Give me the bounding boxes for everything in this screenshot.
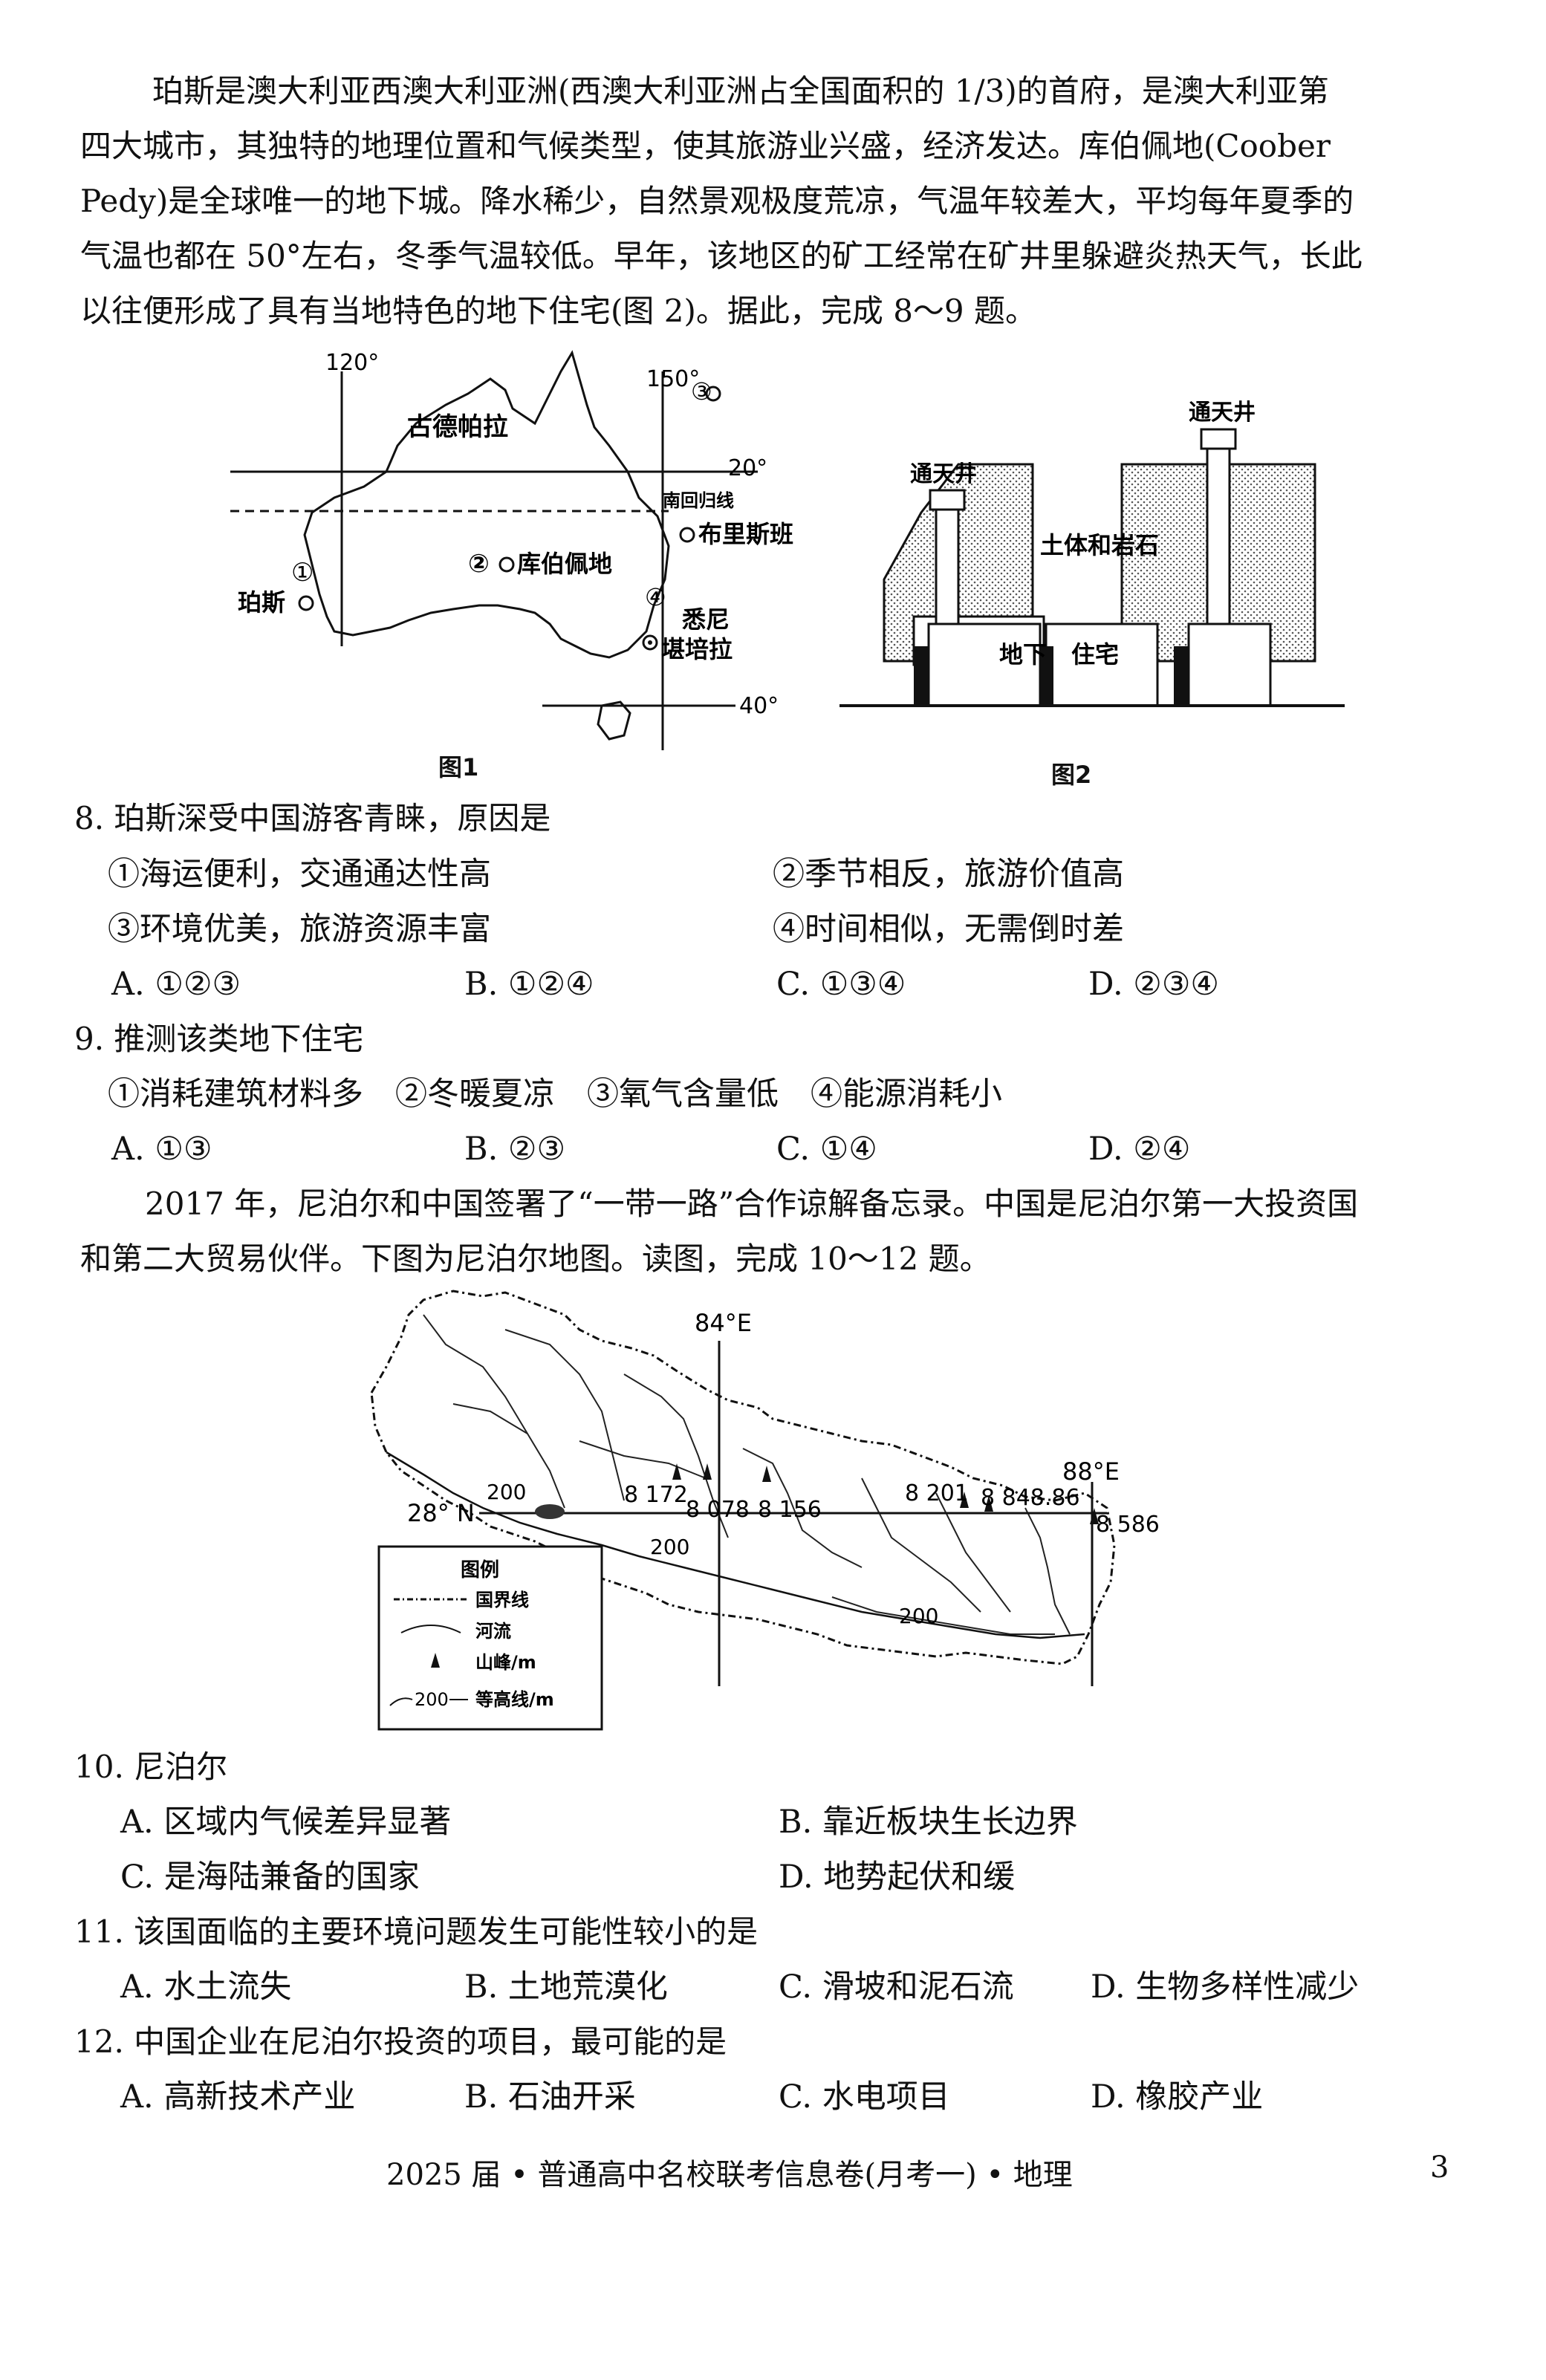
- right-shaft: [1206, 437, 1231, 625]
- lon-150-label: 150°: [646, 366, 700, 392]
- legend-border: 国界线: [475, 1590, 529, 1610]
- q10-stem: 10. 尼泊尔: [74, 1749, 228, 1785]
- q12-option-c[interactable]: C. 水电项目: [779, 2078, 950, 2116]
- house-label: 住宅: [1071, 640, 1119, 669]
- figure-2-caption: 图2: [1051, 761, 1092, 789]
- legend-contour-number: 200: [415, 1689, 449, 1710]
- contour-label-3: 200: [899, 1604, 938, 1628]
- q8-stem: 8. 珀斯深受中国游客青睐，原因是: [74, 800, 551, 836]
- q9-option-d[interactable]: D. ②④: [1088, 1131, 1191, 1168]
- q8-statement-1: ①海运便利，交通通达性高: [108, 856, 491, 893]
- q10-option-c[interactable]: C. 是海陆兼备的国家: [120, 1859, 420, 1896]
- intro1-line-3: Pedy)是全球唯一的地下城。降水稀少，自然景观极度荒凉，气温年较差大，平均每年…: [80, 183, 1354, 219]
- lon-88-label: 88°E: [1062, 1457, 1120, 1486]
- nepal-map: 84°E 88°E 28° N 8 172 8 078 8 156 8 201 …: [370, 1290, 1160, 1731]
- q11-option-b[interactable]: B. 土地荒漠化: [464, 1968, 668, 2006]
- australia-outline: [303, 350, 670, 659]
- mark-1: ①: [291, 558, 314, 588]
- q12-option-d[interactable]: D. 橡胶产业: [1091, 2078, 1264, 2116]
- q11-option-a[interactable]: A. 水土流失: [120, 1968, 292, 2006]
- city-kubopeidi: 库伯佩地: [517, 550, 612, 578]
- city-busibin: 布里斯班: [698, 520, 793, 548]
- peak-8848: 8 848.86: [981, 1485, 1080, 1511]
- legend-title: 图例: [461, 1559, 499, 1581]
- intro1-line-5: 以往便形成了具有当地特色的地下住宅(图 2)。据此，完成 8～9 题。: [80, 293, 1036, 329]
- lat-28-label: 28° N: [407, 1499, 475, 1527]
- contour-200: [386, 1451, 1085, 1639]
- city-xini: 悉尼: [682, 605, 730, 634]
- under-label: 地下: [999, 640, 1047, 669]
- q11-option-d[interactable]: D. 生物多样性减少: [1091, 1968, 1360, 2006]
- peak-8172: 8 172: [624, 1482, 688, 1508]
- intro1-line-2: 四大城市，其独特的地理位置和气候类型，使其旅游业兴盛，经济发达。库伯佩地(Coo…: [80, 128, 1331, 164]
- q9-option-b[interactable]: B. ②③: [464, 1131, 566, 1168]
- city-gudepala: 古德帕拉: [407, 412, 508, 442]
- q11-stem: 11. 该国面临的主要环境问题发生可能性较小的是: [74, 1914, 759, 1950]
- lon-120-label: 120°: [325, 350, 379, 376]
- room-right: [1187, 622, 1272, 707]
- city-posi: 珀斯: [238, 588, 285, 617]
- page-number: 3: [1430, 2150, 1449, 2185]
- left-shaft: [935, 496, 960, 625]
- mark-3: ③: [691, 377, 712, 406]
- figure-1-caption: 图1: [438, 753, 479, 781]
- q9-option-a[interactable]: A. ①③: [111, 1131, 212, 1168]
- room-middle: [1045, 622, 1159, 707]
- legend-peak: 山峰/m: [475, 1652, 536, 1673]
- q12-option-b[interactable]: B. 石油开采: [464, 2078, 636, 2116]
- q8-option-b[interactable]: B. ①②④: [464, 966, 594, 1003]
- peak-8156: 8 156: [758, 1497, 822, 1523]
- q10-option-b[interactable]: B. 靠近板块生长边界: [779, 1804, 1078, 1841]
- soil-label: 土体和岩石: [1040, 531, 1159, 559]
- q8-statement-2: ②季节相反，旅游价值高: [773, 856, 1124, 893]
- tropic-label: 南回归线: [663, 490, 734, 511]
- q9-stem: 9. 推测该类地下住宅: [74, 1021, 364, 1057]
- q8-option-a[interactable]: A. ①②③: [111, 966, 241, 1003]
- lat-20-label: 20°: [728, 455, 767, 481]
- contour-label-1: 200: [487, 1480, 526, 1504]
- tasmania-outline: [597, 700, 631, 741]
- contour-label-2: 200: [650, 1535, 689, 1559]
- peak-8078: 8 078: [686, 1497, 750, 1523]
- intro2-line-1: 2017 年，尼泊尔和中国签署了“一带一路”合作谅解备忘录。中国是尼泊尔第一大投…: [145, 1186, 1359, 1222]
- q8-statement-4: ④时间相似，无需倒时差: [773, 911, 1124, 948]
- mark-2: ②: [468, 549, 490, 579]
- intro1-line-1: 珀斯是澳大利亚西澳大利亚洲(西澳大利亚洲占全国面积的 1/3)的首府，是澳大利亚…: [152, 73, 1329, 109]
- q10-option-d[interactable]: D. 地势起伏和缓: [779, 1859, 1016, 1896]
- map-legend: 图例 国界线 河流 山峰/m 200 等高线/m: [377, 1545, 603, 1731]
- q9-option-c[interactable]: C. ①④: [776, 1131, 877, 1168]
- peak-8586: 8 586: [1096, 1512, 1160, 1538]
- shaft-left-label: 通天井: [910, 461, 977, 487]
- legend-river: 河流: [475, 1621, 511, 1642]
- lat-40-label: 40°: [739, 693, 779, 719]
- q8-statement-3: ③环境优美，旅游资源丰富: [108, 911, 491, 948]
- legend-contour: 等高线/m: [475, 1689, 554, 1710]
- shaft-right-label: 通天井: [1189, 400, 1256, 426]
- intro2-line-2: 和第二大贸易伙伴。下图为尼泊尔地图。读图，完成 10～12 题。: [80, 1241, 991, 1277]
- city-kanpeila: 堪培拉: [661, 635, 733, 663]
- peak-8201: 8 201: [905, 1480, 969, 1506]
- figure-2-underground-house: 通天井 通天井 土体和岩石 地下 住宅: [839, 400, 1345, 707]
- q12-option-a[interactable]: A. 高新技术产业: [120, 2078, 356, 2116]
- q11-option-c[interactable]: C. 滑坡和泥石流: [779, 1968, 1014, 2006]
- mark-4: ④: [645, 583, 666, 611]
- q8-option-d[interactable]: D. ②③④: [1088, 966, 1219, 1003]
- intro1-line-4: 气温也都在 50°左右，冬季气温较低。早年，该地区的矿工经常在矿井里躲避炎热天气…: [80, 238, 1363, 274]
- q8-option-c[interactable]: C. ①③④: [776, 966, 906, 1003]
- lon-84-label: 84°E: [695, 1309, 752, 1337]
- q10-option-a[interactable]: A. 区域内气候差异显著: [120, 1804, 452, 1841]
- figure-1-australia-map: 120° 150° 20° 40° 南回归线 ③ 古德帕拉 ② 库伯佩地 布里斯…: [230, 350, 793, 750]
- q12-stem: 12. 中国企业在尼泊尔投资的项目，最可能的是: [74, 2023, 727, 2060]
- page-footer: 2025 届 • 普通高中名校联考信息卷(月考一) • 地理: [386, 2158, 1073, 2192]
- q9-statements: ①消耗建筑材料多 ②冬暖夏凉 ③氧气含量低 ④能源消耗小: [108, 1076, 1002, 1113]
